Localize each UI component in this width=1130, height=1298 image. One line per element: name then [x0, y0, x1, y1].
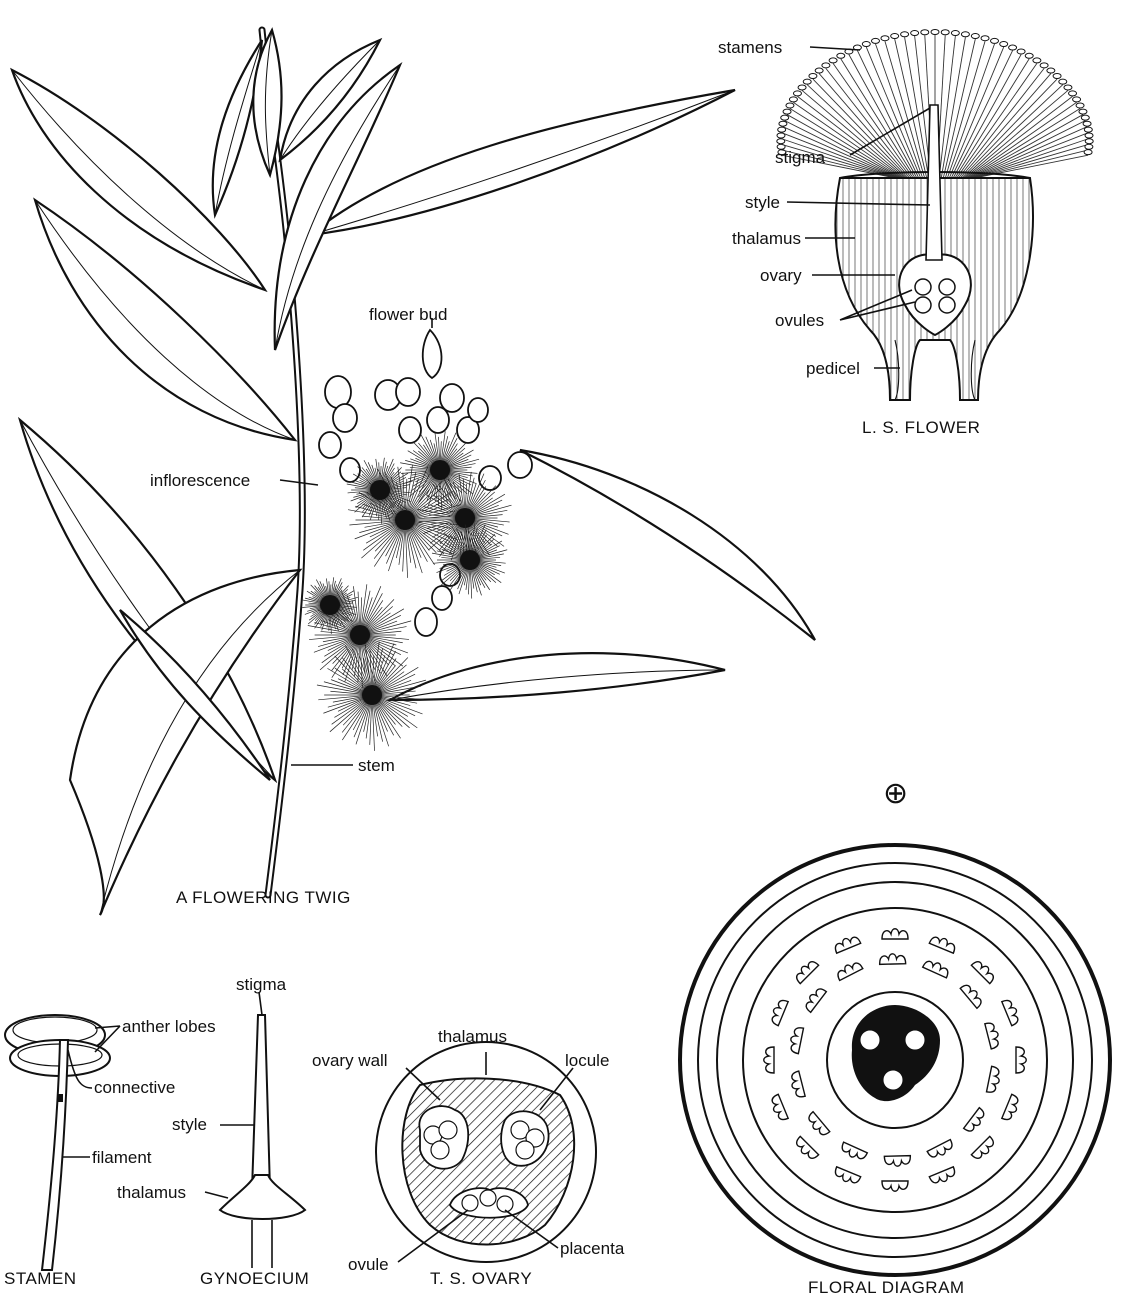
caption-gynoecium: GYNOECIUM — [200, 1269, 309, 1288]
label-inflorescence: inflorescence — [150, 471, 250, 490]
actinomorphic-symbol: ⊕ — [883, 776, 908, 811]
ls-flower — [777, 30, 1093, 401]
label-gyn-style: style — [172, 1115, 207, 1134]
label-filament: filament — [92, 1148, 152, 1167]
label-ts-thalamus: thalamus — [438, 1027, 507, 1046]
label-flower-bud: flower bud — [369, 305, 447, 324]
label-ovary-wall: ovary wall — [312, 1051, 388, 1070]
caption-ls-flower: L. S. FLOWER — [862, 418, 980, 437]
label-ls-stigma: stigma — [775, 148, 826, 167]
label-gyn-stigma: stigma — [236, 975, 287, 994]
caption-floral-diagram: FLORAL DIAGRAM — [808, 1278, 965, 1297]
label-stamens: stamens — [718, 38, 782, 57]
label-gyn-thalamus: thalamus — [117, 1183, 186, 1202]
caption-ts-ovary: T. S. OVARY — [430, 1269, 532, 1288]
label-ls-ovules: ovules — [775, 311, 824, 330]
label-placenta: placenta — [560, 1239, 625, 1258]
label-ls-ovary: ovary — [760, 266, 802, 285]
gynoecium — [205, 992, 305, 1268]
label-ls-thalamus: thalamus — [732, 229, 801, 248]
floral-diagram — [680, 845, 1110, 1275]
label-ovule: ovule — [348, 1255, 389, 1274]
ts-ovary — [376, 1042, 596, 1262]
caption-flowering-twig: A FLOWERING TWIG — [176, 888, 351, 907]
label-ls-style: style — [745, 193, 780, 212]
stamen — [5, 1015, 120, 1270]
label-anther-lobes: anther lobes — [122, 1017, 216, 1036]
label-ls-pedicel: pedicel — [806, 359, 860, 378]
label-locule: locule — [565, 1051, 609, 1070]
flowering-twig — [12, 30, 815, 915]
caption-stamen: STAMEN — [4, 1269, 77, 1288]
label-connective: connective — [94, 1078, 175, 1097]
label-stem: stem — [358, 756, 395, 775]
